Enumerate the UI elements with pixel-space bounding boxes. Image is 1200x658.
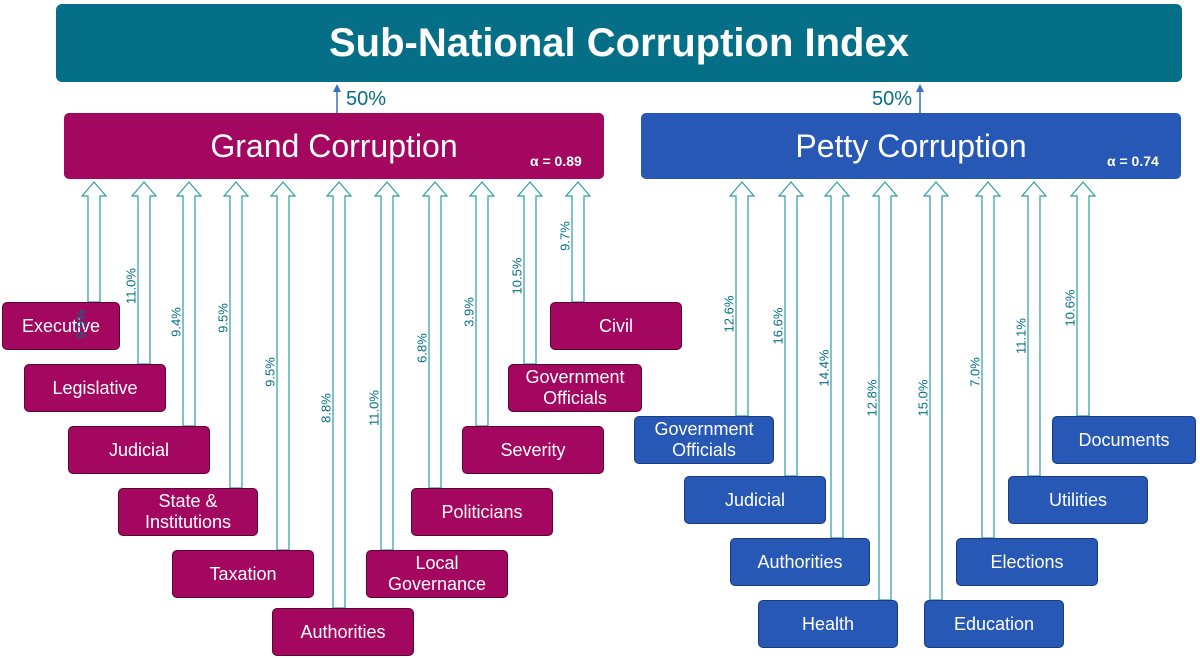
petty-item-box: Education — [924, 600, 1064, 648]
petty-item-box: Utilities — [1008, 476, 1148, 524]
petty-item-box: Documents — [1052, 416, 1196, 464]
petty-item-box: Authorities — [730, 538, 870, 586]
grand-item-weight: 6.8% — [414, 333, 430, 363]
petty-item-label: Judicial — [724, 489, 786, 510]
petty-item-weight: 12.8% — [864, 379, 880, 417]
petty-share-label: 50% — [872, 88, 913, 110]
index-title: Sub-National Corruption Index — [329, 21, 909, 65]
grand-item-box: Legislative — [24, 364, 166, 412]
grand-item-weight: 9.5% — [215, 303, 231, 333]
grand-item-box: Government Officials — [508, 364, 642, 412]
grand-item-box: Authorities — [272, 608, 414, 656]
grand-alpha: α = 0.89 — [530, 153, 582, 169]
petty-item-box: Judicial — [684, 476, 826, 524]
petty-item-weight: 11.1% — [1013, 318, 1029, 354]
grand-item-weight: 11.0% — [366, 390, 382, 426]
grand-item-weight: 9.7% — [557, 221, 573, 251]
petty-item-label: Utilities — [1048, 489, 1107, 510]
petty-item-label: Government Officials — [654, 419, 754, 460]
petty-item-weight: 15.0% — [915, 379, 931, 417]
grand-item-label: Executive — [21, 315, 101, 336]
petty-item-weight: 7.0% — [967, 357, 983, 387]
grand-to-index-arrow — [333, 84, 341, 113]
grand-item-box: State & Institutions — [118, 488, 258, 536]
petty-item-label: Education — [953, 613, 1035, 634]
grand-item-label: State & Institutions — [144, 491, 232, 532]
petty-to-index-arrow — [916, 84, 924, 113]
grand-item-label: Local Governance — [387, 553, 487, 594]
petty-item-label: Elections — [990, 551, 1064, 572]
grand-share-label: 50% — [346, 88, 387, 110]
grand-item-box: Judicial — [68, 426, 210, 474]
petty-item-label: Authorities — [757, 551, 843, 572]
petty-item-weight: 16.6% — [770, 307, 786, 345]
petty-item-weight: 12.6% — [721, 295, 737, 333]
grand-item-label: Judicial — [108, 439, 170, 460]
petty-item-label: Health — [801, 613, 855, 634]
petty-corruption-box: Petty Corruption — [641, 113, 1181, 179]
grand-item-weight: 8.8% — [318, 393, 334, 423]
index-title-box: Sub-National Corruption Index — [56, 4, 1182, 82]
grand-item-weight: 9.5% — [262, 357, 278, 387]
petty-corruption-title: Petty Corruption — [795, 127, 1027, 164]
petty-alpha: α = 0.74 — [1107, 153, 1159, 169]
grand-arrow-3 — [222, 181, 250, 489]
grand-item-weight: 10.5% — [509, 257, 525, 295]
grand-arrow-6 — [373, 181, 401, 551]
petty-item-box: Government Officials — [634, 416, 774, 464]
petty-item-weight: 14.4% — [816, 349, 832, 387]
grand-item-label: Politicians — [441, 501, 523, 522]
grand-arrow-0 — [80, 181, 108, 303]
grand-item-label: Authorities — [300, 621, 386, 642]
grand-arrow-2 — [175, 181, 203, 427]
grand-item-label: Taxation — [209, 563, 277, 584]
grand-item-label: Severity — [500, 439, 566, 460]
grand-item-box: Politicians — [411, 488, 553, 536]
grand-item-label: Civil — [599, 315, 633, 336]
petty-item-weight: 10.6% — [1062, 289, 1078, 327]
grand-item-box: Local Governance — [366, 550, 508, 598]
grand-item-box: Civil — [550, 302, 682, 350]
grand-item-weight: 9.4% — [168, 307, 184, 337]
grand-item-weight: 11.0% — [123, 268, 139, 304]
grand-item-weight: 9.9% — [73, 309, 89, 339]
grand-item-box: Severity — [462, 426, 604, 474]
grand-item-weight: 3.9% — [461, 297, 477, 327]
grand-item-box: Taxation — [172, 550, 314, 598]
petty-item-label: Documents — [1078, 429, 1170, 450]
grand-corruption-title: Grand Corruption — [210, 127, 458, 164]
petty-item-box: Health — [758, 600, 898, 648]
petty-item-box: Elections — [956, 538, 1098, 586]
grand-item-label: Government Officials — [525, 367, 625, 408]
grand-corruption-box: Grand Corruption — [64, 113, 604, 179]
grand-item-box: Executive — [2, 302, 120, 350]
grand-item-label: Legislative — [52, 377, 138, 398]
